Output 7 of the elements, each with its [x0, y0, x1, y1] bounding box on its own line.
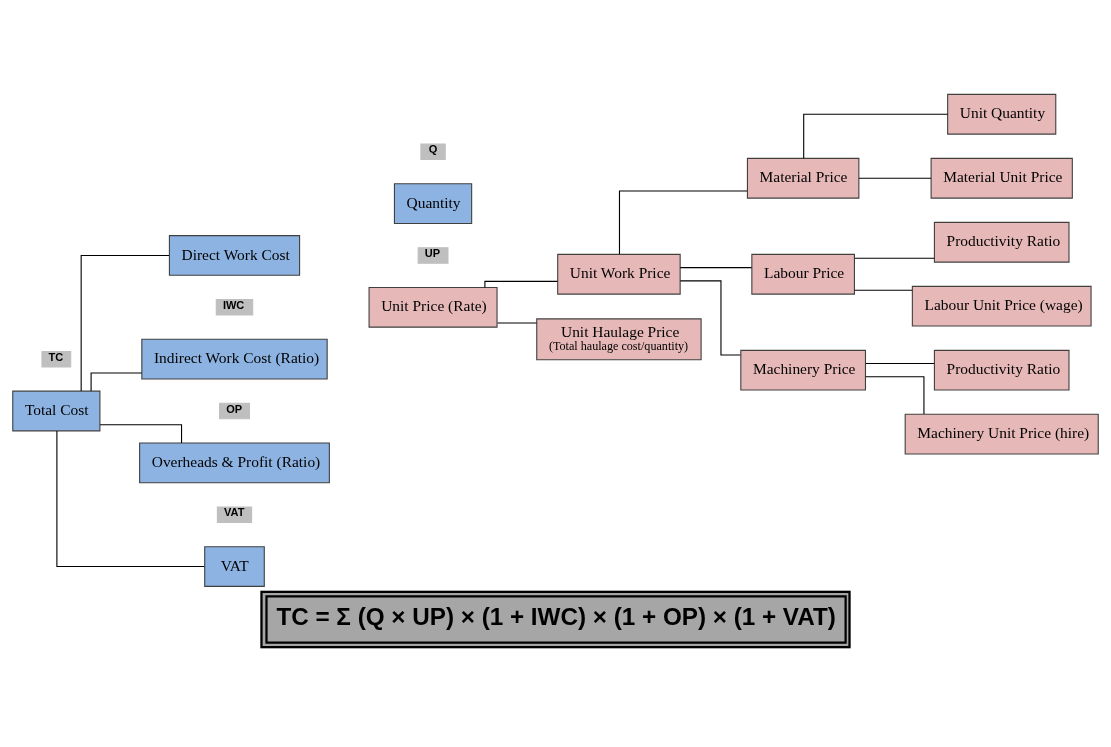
node-label: VAT — [224, 506, 245, 519]
node-label: TC — [48, 350, 64, 363]
node-label: OP — [226, 402, 243, 415]
node-label: UP — [424, 247, 441, 260]
node-label: IWC — [222, 298, 245, 311]
caption: TC = Σ (Q × UP) × (1 + IWC) × (1 + OP) × (1 + VAT) — [276, 602, 836, 630]
node-label: Q — [428, 143, 438, 156]
